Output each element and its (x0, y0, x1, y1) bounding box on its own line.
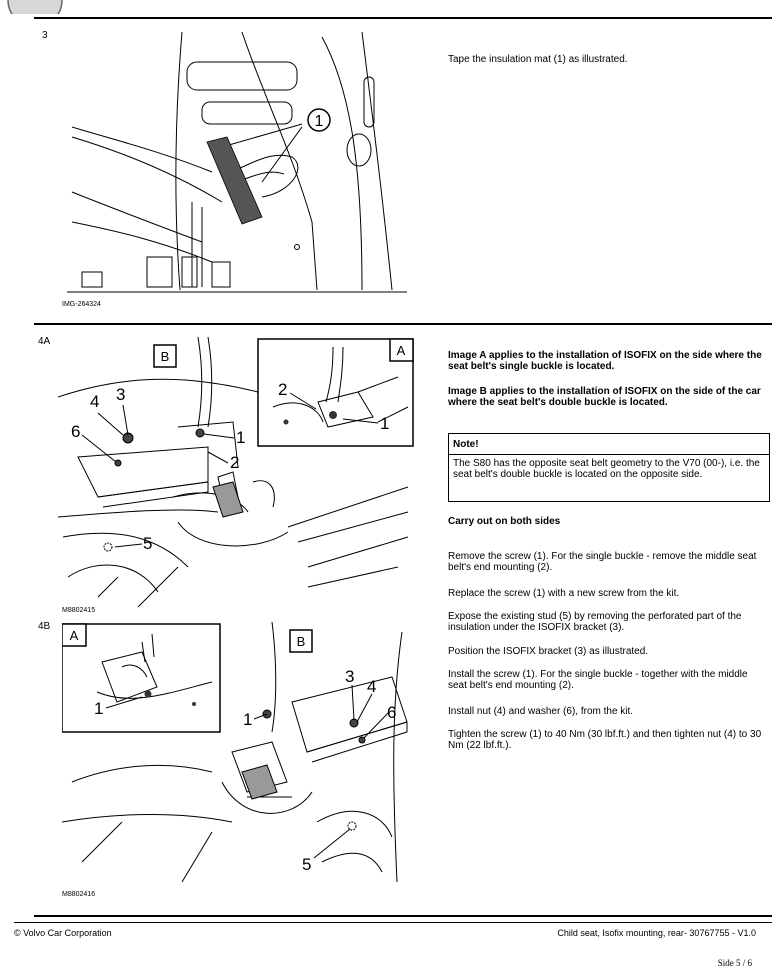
bottom-rule (34, 915, 772, 917)
footer-doc-title: Child seat, Isofix mounting, rear- 30767… (557, 928, 756, 938)
top-rule (34, 17, 772, 19)
label-6: 6 (387, 703, 396, 722)
label-6: 6 (71, 422, 80, 441)
inset-label-1: 1 (94, 699, 103, 718)
image-a-text: Image A applies to the installation of I… (448, 350, 762, 372)
note-box: Note! The S80 has the opposite seat belt… (448, 433, 770, 502)
label-3: 3 (345, 667, 354, 686)
label-5: 5 (302, 855, 311, 874)
instruction-step: Install the screw (1). For the single bu… (448, 669, 748, 691)
step3-instruction: Tape the insulation mat (1) as illustrat… (448, 54, 628, 65)
step-number: 4B (38, 621, 51, 632)
inset-label-1: 1 (380, 414, 389, 433)
page-number: Side 5 / 6 (717, 958, 752, 968)
illustration-step3: 1 (67, 32, 407, 293)
step-number: 4A (38, 336, 51, 347)
label-1: 1 (236, 428, 245, 447)
label-b: B (161, 349, 170, 364)
instruction-step: Replace the screw (1) with a new screw f… (448, 588, 680, 599)
label-2: 2 (230, 453, 239, 472)
label-1: 1 (243, 710, 252, 729)
image-code: IMG-264324 (62, 301, 101, 308)
note-body: The S80 has the opposite seat belt geome… (453, 458, 760, 480)
illustration-step4a: B 4 3 6 1 2 5 A 2 1 (58, 337, 414, 608)
section-rule (34, 323, 772, 325)
instruction-step: Install nut (4) and washer (6), from the… (448, 706, 634, 717)
instruction-step: Tighten the screw (1) to 40 Nm (30 lbf.f… (448, 729, 762, 751)
image-code: M8802415 (62, 607, 96, 614)
inset-label-2: 2 (278, 380, 287, 399)
image-b-text: Image B applies to the installation of I… (448, 386, 761, 408)
footer-rule (14, 922, 772, 923)
footer-copyright: © Volvo Car Corporation (14, 928, 112, 938)
instruction-step: Remove the screw (1). For the single buc… (448, 551, 757, 573)
illustration-step4b: A 1 B 1 3 4 6 5 (62, 622, 408, 883)
instruction-step: Expose the existing stud (5) by removing… (448, 611, 742, 633)
label-4: 4 (367, 677, 376, 696)
label-a: A (70, 628, 79, 643)
label-5: 5 (143, 534, 152, 553)
step-number: 3 (42, 30, 48, 41)
label-a: A (397, 343, 406, 358)
note-title: Note! (453, 439, 479, 450)
logo-fragment (7, 0, 63, 14)
label-4: 4 (90, 392, 99, 411)
instruction-step: Position the ISOFIX bracket (3) as illus… (448, 646, 649, 657)
both-sides-heading: Carry out on both sides (448, 516, 561, 527)
label-3: 3 (116, 385, 125, 404)
callout-1: 1 (315, 113, 324, 130)
image-code: M8802416 (62, 891, 96, 898)
note-divider (449, 454, 769, 455)
label-b: B (297, 634, 306, 649)
